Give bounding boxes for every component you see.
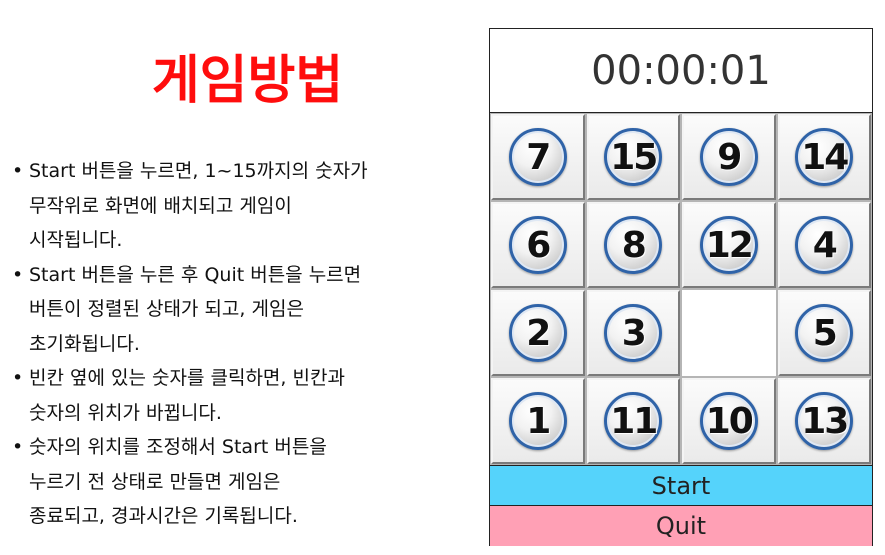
number-tile[interactable]: 7 xyxy=(491,114,585,200)
tile-number: 8 xyxy=(621,224,647,266)
elapsed-timer: 00:00:01 xyxy=(490,29,872,113)
tile-number: 7 xyxy=(526,136,551,178)
number-ball-icon: 10 xyxy=(699,392,758,450)
number-ball-icon: 13 xyxy=(795,392,854,450)
number-ball-icon: 7 xyxy=(508,128,567,186)
number-tile[interactable]: 11 xyxy=(586,378,680,464)
tile-number: 5 xyxy=(812,312,838,354)
number-ball-icon: 11 xyxy=(604,392,663,450)
tile-number: 15 xyxy=(610,136,658,178)
instruction-item: •빈칸 옆에 있는 숫자를 클릭하면, 빈칸과 숫자의 위치가 바뀝니다. xyxy=(12,361,467,430)
bullet-icon: • xyxy=(12,263,24,286)
instruction-item: •숫자의 위치를 조정해서 Start 버튼을 누르기 전 상태로 만들면 게임… xyxy=(12,430,467,534)
tile-number: 9 xyxy=(717,136,742,178)
number-tile[interactable]: 12 xyxy=(682,202,776,288)
bullet-icon: • xyxy=(12,436,24,458)
instruction-text: Start 버튼을 누르면, 1~15까지의 숫자가 무작위로 화면에 배치되고… xyxy=(29,160,368,251)
number-ball-icon: 9 xyxy=(699,128,758,186)
tile-number: 12 xyxy=(705,224,754,266)
number-ball-icon: 4 xyxy=(795,216,854,274)
number-tile[interactable]: 4 xyxy=(777,202,871,288)
number-ball-icon: 2 xyxy=(508,304,567,362)
instruction-text: 빈칸 옆에 있는 숫자를 클릭하면, 빈칸과 숫자의 위치가 바뀝니다. xyxy=(29,367,345,424)
tile-number: 14 xyxy=(801,136,849,178)
bullet-icon: • xyxy=(12,160,24,182)
number-tile[interactable]: 14 xyxy=(777,114,871,200)
number-tile[interactable]: 15 xyxy=(586,114,680,200)
number-tile[interactable]: 1 xyxy=(491,378,585,464)
number-ball-icon: 14 xyxy=(795,128,854,186)
tile-number: 10 xyxy=(705,400,754,442)
number-ball-icon: 8 xyxy=(604,216,663,274)
instruction-text: 숫자의 위치를 조정해서 Start 버튼을 누르기 전 상태로 만들면 게임은… xyxy=(29,436,327,527)
quit-button[interactable]: Quit xyxy=(490,505,872,546)
number-tile[interactable]: 6 xyxy=(491,202,585,288)
instructions-list: •Start 버튼을 누르면, 1~15까지의 숫자가 무작위로 화면에 배치되… xyxy=(12,154,467,534)
bullet-icon: • xyxy=(12,367,24,389)
instruction-item: •Start 버튼을 누르면, 1~15까지의 숫자가 무작위로 화면에 배치되… xyxy=(12,154,467,258)
instruction-text: Start 버튼을 누른 후 Quit 버튼을 누르면 버튼이 정렬된 상태가 … xyxy=(29,263,362,355)
number-ball-icon: 15 xyxy=(604,128,663,186)
tile-number: 13 xyxy=(801,400,849,442)
number-ball-icon: 5 xyxy=(795,304,854,362)
tile-number: 6 xyxy=(526,224,551,266)
number-tile[interactable]: 9 xyxy=(682,114,776,200)
start-button[interactable]: Start xyxy=(490,465,872,505)
number-tile[interactable]: 8 xyxy=(586,202,680,288)
tile-number: 2 xyxy=(526,312,551,354)
number-ball-icon: 12 xyxy=(699,216,758,274)
tile-number: 4 xyxy=(812,224,838,266)
tile-number: 1 xyxy=(526,400,551,442)
instructions-title: 게임방법 xyxy=(151,51,344,111)
number-ball-icon: 1 xyxy=(508,392,567,450)
tile-number: 3 xyxy=(621,312,647,354)
number-tile[interactable]: 3 xyxy=(586,290,680,376)
instruction-item: •Start 버튼을 누른 후 Quit 버튼을 누르면 버튼이 정렬된 상태가… xyxy=(12,258,467,362)
empty-tile xyxy=(682,290,776,376)
tile-number: 11 xyxy=(610,400,658,442)
number-ball-icon: 6 xyxy=(508,216,567,274)
number-tile[interactable]: 2 xyxy=(491,290,585,376)
number-tile[interactable]: 10 xyxy=(682,378,776,464)
number-tile[interactable]: 13 xyxy=(777,378,871,464)
number-ball-icon: 3 xyxy=(604,304,663,362)
number-tile[interactable]: 5 xyxy=(777,290,871,376)
